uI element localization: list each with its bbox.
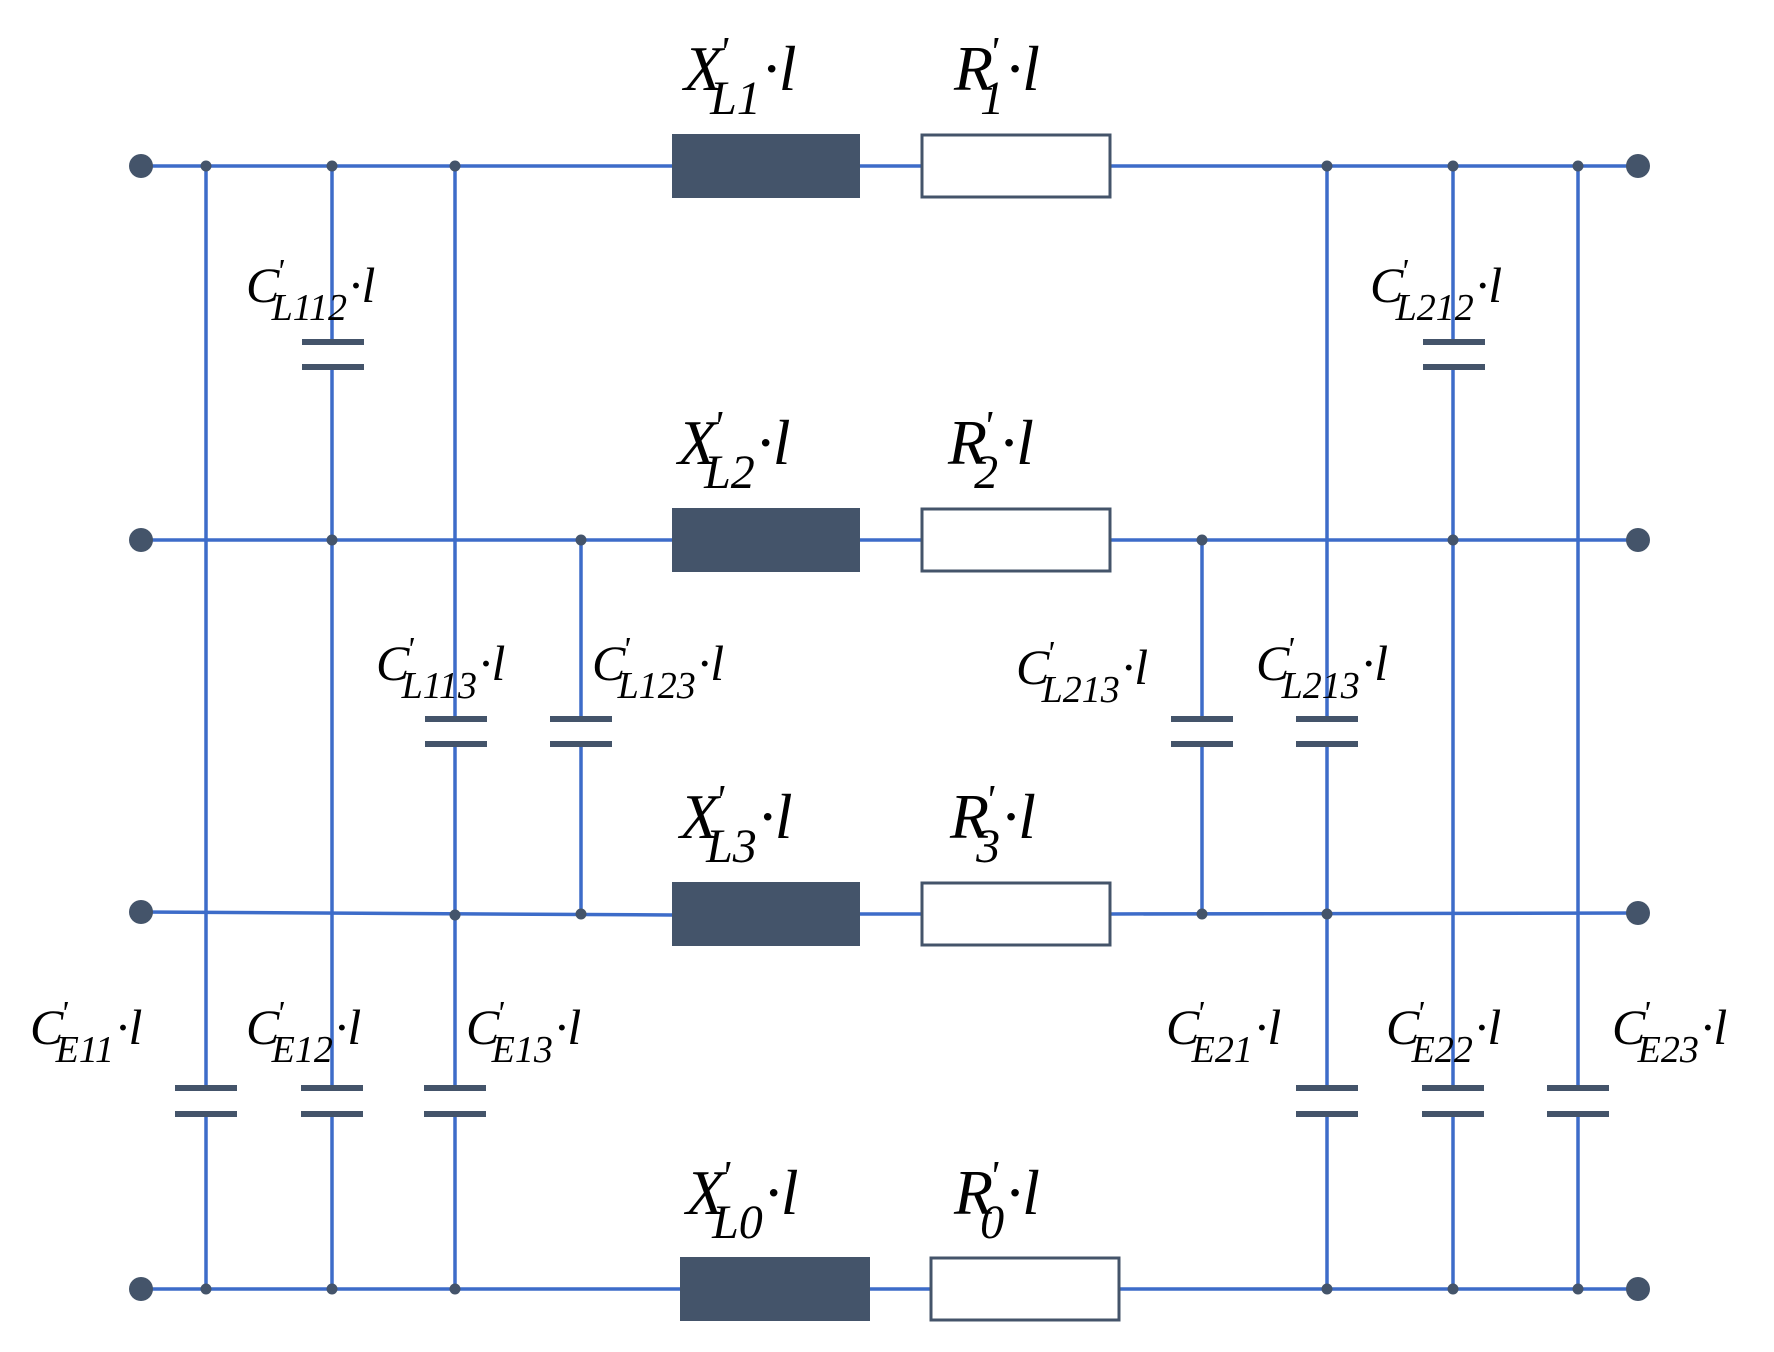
resistor-r3: [920, 881, 1112, 947]
capacitor-ce21: [1296, 1085, 1358, 1117]
junction: [1572, 1283, 1584, 1295]
inductor-xl3: [672, 882, 860, 946]
junction: [1447, 160, 1459, 172]
junction: [326, 160, 338, 172]
labels: X'L1·l R'1·l X'L2·l R'2·l X'L3·l R'3·l X…: [30, 30, 1727, 1249]
capacitor-cl212: [1423, 339, 1485, 370]
series-elements: [672, 133, 1121, 1322]
label-ce13: C'E13·l: [466, 995, 581, 1071]
junction: [1572, 160, 1584, 172]
label-cl113: C'L113·l: [376, 631, 505, 707]
terminal-line1-right: [1626, 154, 1650, 178]
capacitor-ce11: [175, 1085, 237, 1117]
label-cl213a: C'L213·l: [1016, 635, 1148, 711]
junction: [1196, 534, 1208, 546]
capacitors: [175, 339, 1609, 1117]
junction: [1321, 1283, 1333, 1295]
label-r1: R'1·l: [953, 30, 1040, 125]
label-r3: R'3·l: [949, 778, 1036, 873]
junction: [1321, 160, 1333, 172]
label-cl212: C'L212·l: [1370, 253, 1502, 329]
junction: [200, 160, 212, 172]
label-xl1: X'L1·l: [681, 30, 797, 125]
junction: [449, 909, 461, 921]
line3-wire-right: [1109, 911, 1639, 916]
terminal-line2-left: [129, 528, 153, 552]
junction: [326, 1283, 338, 1295]
junction: [575, 908, 587, 920]
terminal-line3-right: [1626, 901, 1650, 925]
label-ce12: C'E12·l: [246, 995, 361, 1071]
junction: [326, 534, 338, 546]
capacitor-ce12: [301, 1085, 363, 1117]
label-ce11: C'E11·l: [30, 995, 142, 1071]
capacitor-ce23: [1547, 1085, 1609, 1117]
capacitor-cl123: [550, 716, 612, 747]
junction: [575, 534, 587, 546]
capacitor-cl213a: [1171, 716, 1233, 747]
label-cl112: C'L112·l: [246, 253, 375, 329]
inductor-xl0: [680, 1257, 870, 1321]
label-cl123: C'L123·l: [592, 631, 724, 707]
label-r0: R'0·l: [953, 1154, 1040, 1249]
label-ce21: C'E21·l: [1166, 995, 1281, 1071]
label-xl2: X'L2·l: [675, 404, 791, 499]
junction: [449, 160, 461, 172]
label-r2: R'2·l: [947, 404, 1034, 499]
resistor-r0: [929, 1256, 1121, 1322]
label-xl3: X'L3·l: [677, 778, 793, 873]
label-ce23: C'E23·l: [1612, 995, 1727, 1071]
junction: [1447, 1283, 1459, 1295]
terminal-line3-left: [129, 900, 153, 924]
capacitor-ce22: [1422, 1085, 1484, 1117]
label-ce22: C'E22·l: [1386, 995, 1501, 1071]
junction: [1447, 534, 1459, 546]
terminal-line0-left: [129, 1277, 153, 1301]
junctions: [200, 160, 1584, 1295]
junction: [1196, 908, 1208, 920]
terminal-line0-right: [1626, 1277, 1650, 1301]
resistor-r2: [920, 507, 1112, 573]
terminal-line2-right: [1626, 528, 1650, 552]
inductor-xl1: [672, 134, 860, 198]
capacitor-cl112: [302, 339, 364, 370]
terminals: [129, 154, 1650, 1301]
terminal-line1-left: [129, 154, 153, 178]
junction: [449, 1283, 461, 1295]
label-cl213b: C'L213·l: [1256, 631, 1388, 707]
capacitor-cl113: [425, 716, 487, 747]
capacitor-cl213b: [1296, 716, 1358, 747]
junction: [1321, 908, 1333, 920]
line3-wire-left: [140, 910, 673, 917]
label-xl0: X'L0·l: [683, 1154, 799, 1249]
inductor-xl2: [672, 508, 860, 572]
capacitor-ce13: [424, 1085, 486, 1117]
junction: [200, 1283, 212, 1295]
wires: [140, 164, 1639, 1291]
resistor-r1: [920, 133, 1112, 199]
